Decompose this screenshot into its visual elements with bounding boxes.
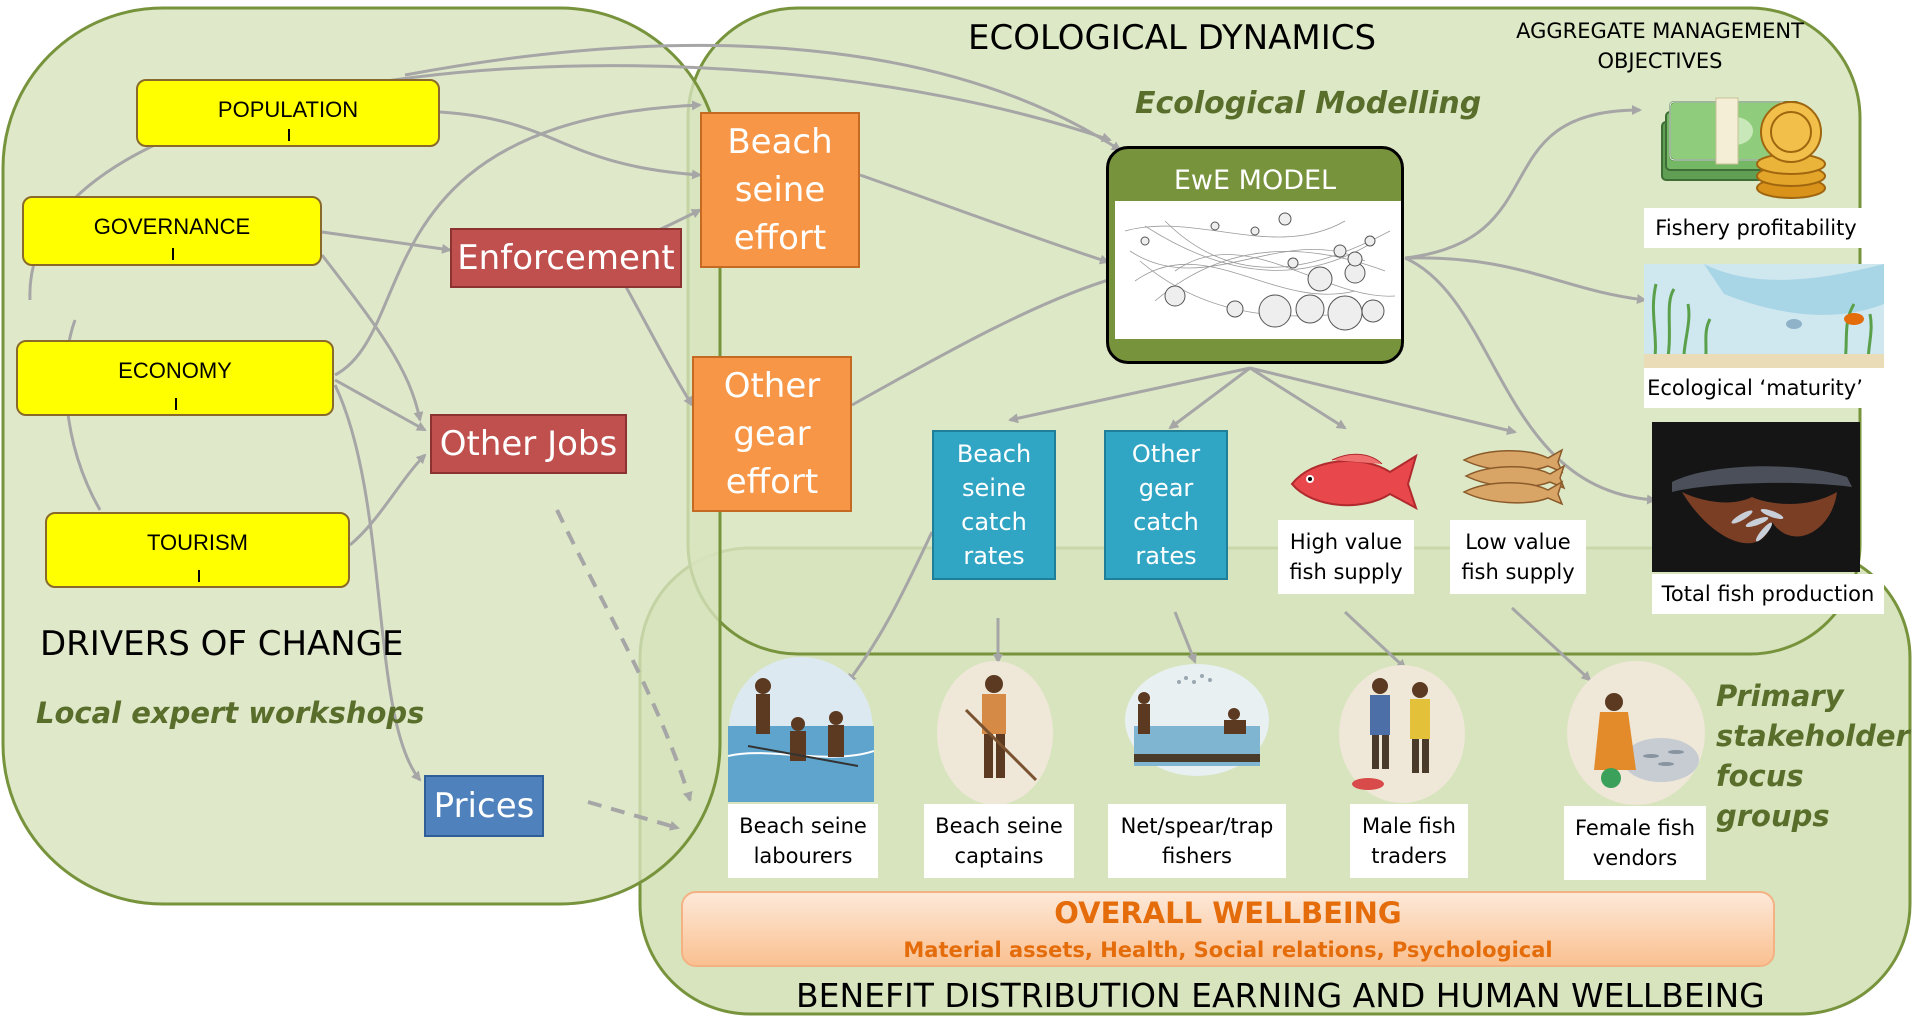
arrow-supply-to-male-traders: [1343, 610, 1407, 670]
total-fish-production-label: Total fish production: [1652, 574, 1884, 614]
arrow-model-to-low-value: [1249, 366, 1517, 435]
driver-economy: ECONOMY: [16, 340, 334, 416]
arrow-other-gear-to-model: [851, 275, 1117, 407]
benefit-title: BENEFIT DISTRIBUTION EARNING AND HUMAN W…: [796, 976, 1765, 1015]
arrow-economy-to-beach-seine: [334, 100, 702, 377]
ewe-model: EwE MODEL: [1106, 146, 1404, 364]
enforcement-box: Enforcement: [450, 228, 682, 288]
money-icon: [1661, 97, 1826, 199]
stakeholder-subtitle: Primary stakeholder focus groups: [1716, 679, 1910, 833]
small-fish-icon: [1462, 448, 1566, 506]
other-jobs-box: Other Jobs: [430, 414, 627, 474]
stakeholder-label-male-traders: Male fish traders: [1350, 804, 1468, 878]
stakeholder-label-fishers: Net/spear/trap fishers: [1108, 804, 1286, 878]
food-web-graphic: [1115, 201, 1401, 339]
stakeholder-label-labourers: Beach seine labourers: [728, 804, 878, 878]
wellbeing-bar: [681, 891, 1775, 967]
arrow-population-to-model: [404, 43, 1122, 152]
beach-seine-labourers-illustration: [728, 657, 874, 802]
fishery-profitability-label: Fishery profitability: [1644, 208, 1868, 248]
arrow-catch-to-labourers: [846, 531, 934, 684]
arrow-model-to-profitability: [1404, 105, 1642, 260]
arrow-tourism-to-other-jobs: [349, 453, 427, 547]
arrow-prices-to-wellbeing: [587, 800, 680, 831]
driver-governance-label: GOVERNANCE: [93, 214, 251, 239]
arrow-model-to-other-gear-catch: [1168, 366, 1251, 430]
driver-economy-label: ECONOMY: [118, 358, 232, 383]
driver-population-label: POPULATION: [217, 97, 359, 122]
ecological-title: ECOLOGICAL DYNAMICS: [968, 18, 1377, 58]
arrow-economy-to-other-jobs: [334, 378, 427, 432]
beach-seine-catch-rates-box: Beach seine catch rates: [932, 430, 1056, 580]
arrow-model-to-high-value: [1249, 366, 1347, 430]
arrow-model-to-beach-seine-catch: [1008, 366, 1251, 424]
seascape-icon: [1644, 264, 1884, 368]
arrow-supply-to-female-vendors: [1510, 606, 1592, 682]
arrow-catch-to-fishers: [1173, 611, 1197, 664]
dashed-arrows: [555, 509, 693, 831]
ewe-model-title: EwE MODEL: [1173, 165, 1337, 196]
aggregate-title: AGGREGATE MANAGEMENT OBJECTIVES: [1516, 19, 1804, 73]
wellbeing-title: OVERALL WELLBEING: [1054, 896, 1402, 930]
driver-population: POPULATION: [136, 79, 440, 147]
red-snapper-icon: [1290, 453, 1418, 511]
driver-tourism: TOURISM: [45, 512, 350, 588]
high-value-fish-supply-label: High value fish supply: [1278, 520, 1414, 594]
arrow-enforcement-to-other-gear: [623, 284, 694, 407]
ecological-maturity-label: Ecological ‘maturity’: [1644, 368, 1866, 408]
hands-fish-icon: [1652, 422, 1860, 572]
driver-governance: GOVERNANCE: [22, 196, 322, 266]
male-fish-traders-illustration: [1339, 665, 1465, 803]
beach-seine-captains-illustration: [937, 661, 1053, 805]
stakeholder-label-captains: Beach seine captains: [924, 804, 1074, 878]
wellbeing-subtitle: Material assets, Health, Social relation…: [903, 938, 1553, 962]
female-fish-vendors-illustration: [1567, 661, 1705, 805]
net-spear-trap-fishers-illustration: [1125, 664, 1269, 776]
arrow-economy-to-prices: [333, 384, 422, 782]
prices-box: Prices: [424, 775, 544, 837]
drivers-subtitle: Local expert workshops: [36, 696, 425, 730]
arrow-governance-to-enforcement: [321, 230, 452, 254]
driver-tourism-label: TOURISM: [146, 530, 249, 555]
ecological-subtitle: Ecological Modelling: [1135, 86, 1482, 121]
other-gear-catch-rates-box: Other gear catch rates: [1104, 430, 1228, 580]
stakeholder-label-female-vendors: Female fish vendors: [1564, 806, 1706, 880]
arrow-beach-seine-to-model: [859, 173, 1110, 265]
arrow-population-to-beach-seine: [439, 110, 702, 180]
arrow-model-to-maturity: [1404, 256, 1647, 305]
arrow-governance-to-other-jobs: [320, 254, 424, 422]
low-value-fish-supply-label: Low value fish supply: [1450, 520, 1586, 594]
other-gear-effort-box: Other gear effort: [692, 356, 852, 512]
beach-seine-effort-box: Beach seine effort: [700, 112, 860, 268]
arrow-model-to-total-production: [1404, 256, 1657, 505]
drivers-title: DRIVERS OF CHANGE: [40, 624, 404, 664]
